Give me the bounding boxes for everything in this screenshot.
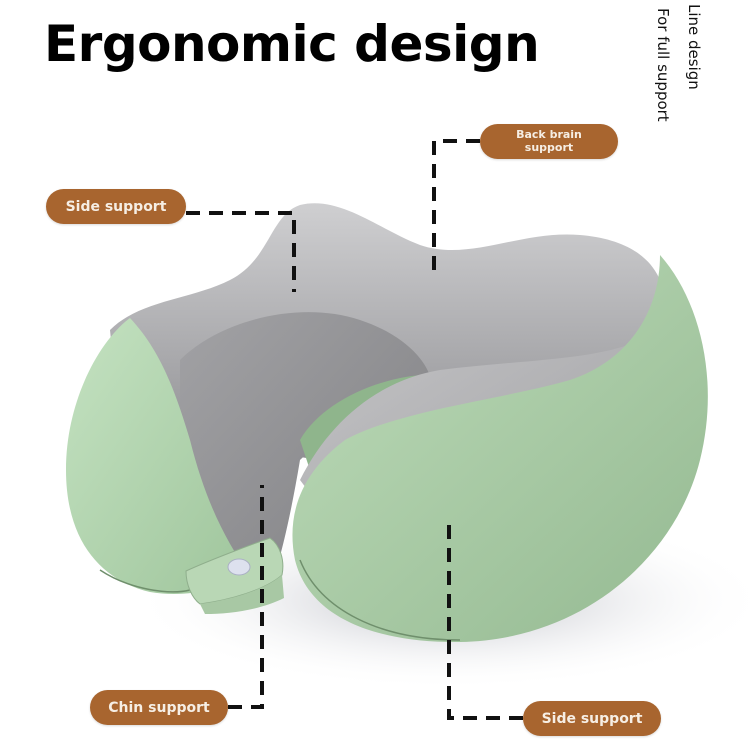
pillow-left-green [66, 318, 250, 595]
snap-strap-fold [200, 575, 284, 614]
side-support-label-bottom-text: Side support [541, 710, 643, 727]
back-brain-support-label: Back brain support [480, 124, 618, 159]
snap-button [227, 558, 251, 576]
back-brain-line1: Back brain [516, 127, 582, 141]
leader-side-top [186, 211, 296, 292]
chin-support-label: Chin support [90, 690, 228, 725]
chin-support-label-text: Chin support [108, 699, 210, 716]
leader-side-bottom [447, 518, 523, 720]
side-support-label-bottom: Side support [523, 701, 661, 736]
leader-chin [228, 485, 264, 709]
page-title: Ergonomic design [44, 15, 540, 73]
seam-line-left [99, 569, 191, 593]
back-brain-line2: support [524, 140, 574, 154]
seam-line-right [299, 559, 461, 641]
leader-back-brain [432, 139, 480, 272]
back-brain-support-label-text: Back brain support [516, 127, 582, 154]
leader-lines [186, 139, 523, 720]
side-support-label-top: Side support [46, 189, 186, 224]
pillow-right-green [292, 255, 708, 643]
line-design-note: Line design [685, 4, 703, 90]
side-support-label-top-text: Side support [65, 198, 167, 215]
full-support-note: For full support [654, 8, 672, 122]
